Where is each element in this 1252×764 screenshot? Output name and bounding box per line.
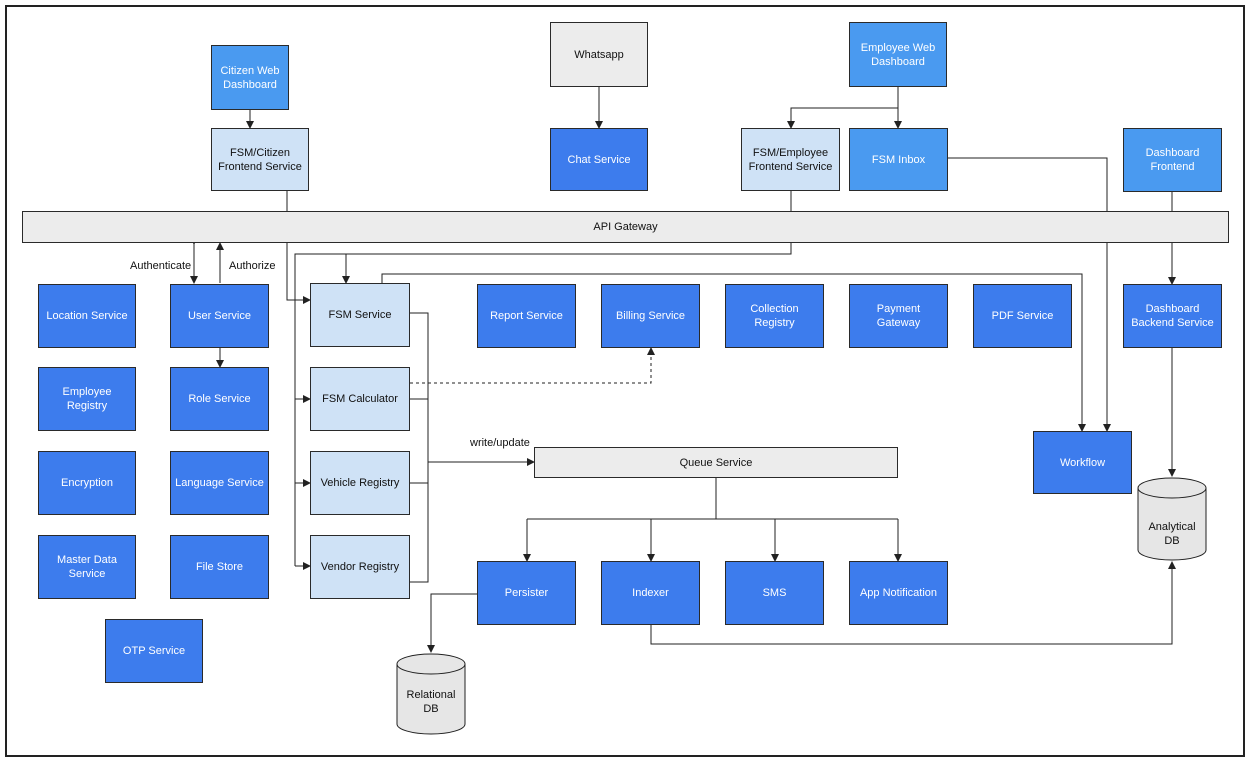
billing-service[interactable]: Billing Service [601,284,700,348]
edge-gateway-to-fsm-service [286,243,311,304]
vehicle-registry[interactable]: Vehicle Registry [310,451,410,515]
location-service[interactable]: Location Service [38,284,136,348]
citizen-web-dashboard[interactable]: Citizen Web Dashboard [211,45,289,110]
whatsapp[interactable]: Whatsapp [550,22,648,87]
edge-fsm-left-bus [294,253,346,566]
edge-employee-dashboard-to-emp-frontend [787,107,898,129]
dashboard-backend-service[interactable]: Dashboard Backend Service [1123,284,1222,348]
api-gateway[interactable]: API Gateway [22,211,1229,243]
edge-fsm-group-bracket [410,312,429,583]
authenticate-label: Authenticate [130,260,192,272]
collection-registry[interactable]: Collection Registry [725,284,824,348]
master-data-service[interactable]: Master Data Service [38,535,136,599]
fsm-citizen-frontend-service[interactable]: FSM/Citizen Frontend Service [211,128,309,191]
queue-service[interactable]: Queue Service [534,447,898,478]
fsm-employee-frontend-service[interactable]: FSM/Employee Frontend Service [741,128,840,191]
payment-gateway[interactable]: Payment Gateway [849,284,948,348]
role-service[interactable]: Role Service [170,367,269,431]
fsm-inbox[interactable]: FSM Inbox [849,128,948,191]
edge-indexer-to-analytical-db [650,561,1176,645]
sms[interactable]: SMS [725,561,824,625]
user-service[interactable]: User Service [170,284,269,348]
authorize-label: Authorize [229,260,276,272]
edge-persister-to-relational-db [427,593,477,653]
vendor-registry[interactable]: Vendor Registry [310,535,410,599]
language-service[interactable]: Language Service [170,451,269,515]
pdf-service[interactable]: PDF Service [973,284,1072,348]
fsm-service[interactable]: FSM Service [310,283,410,347]
relational-db-cylinder [396,653,466,735]
edge-fsm-service-to-workflow [381,273,1086,432]
workflow[interactable]: Workflow [1033,431,1132,494]
dashboard-frontend[interactable]: Dashboard Frontend [1123,128,1222,192]
otp-service[interactable]: OTP Service [105,619,203,683]
file-store[interactable]: File Store [170,535,269,599]
chat-service[interactable]: Chat Service [550,128,648,191]
analytical-db-cylinder [1137,477,1207,561]
report-service[interactable]: Report Service [477,284,576,348]
indexer[interactable]: Indexer [601,561,700,625]
edge-emp-frontend-to-fsm-bus [342,243,792,284]
employee-web-dashboard[interactable]: Employee Web Dashboard [849,22,947,87]
fsm-calculator[interactable]: FSM Calculator [310,367,410,431]
encryption[interactable]: Encryption [38,451,136,515]
write-update-label: write/update [470,437,530,449]
relational-db-label: Relational DB [406,689,456,715]
employee-registry[interactable]: Employee Registry [38,367,136,431]
edge-inbox-to-workflow [948,157,1111,432]
persister[interactable]: Persister [477,561,576,625]
diagram-frame [5,5,1245,757]
app-notification[interactable]: App Notification [849,561,948,625]
analytical-db-label: Analytical DB [1148,521,1196,547]
edge-calculator-to-billing [410,347,655,384]
